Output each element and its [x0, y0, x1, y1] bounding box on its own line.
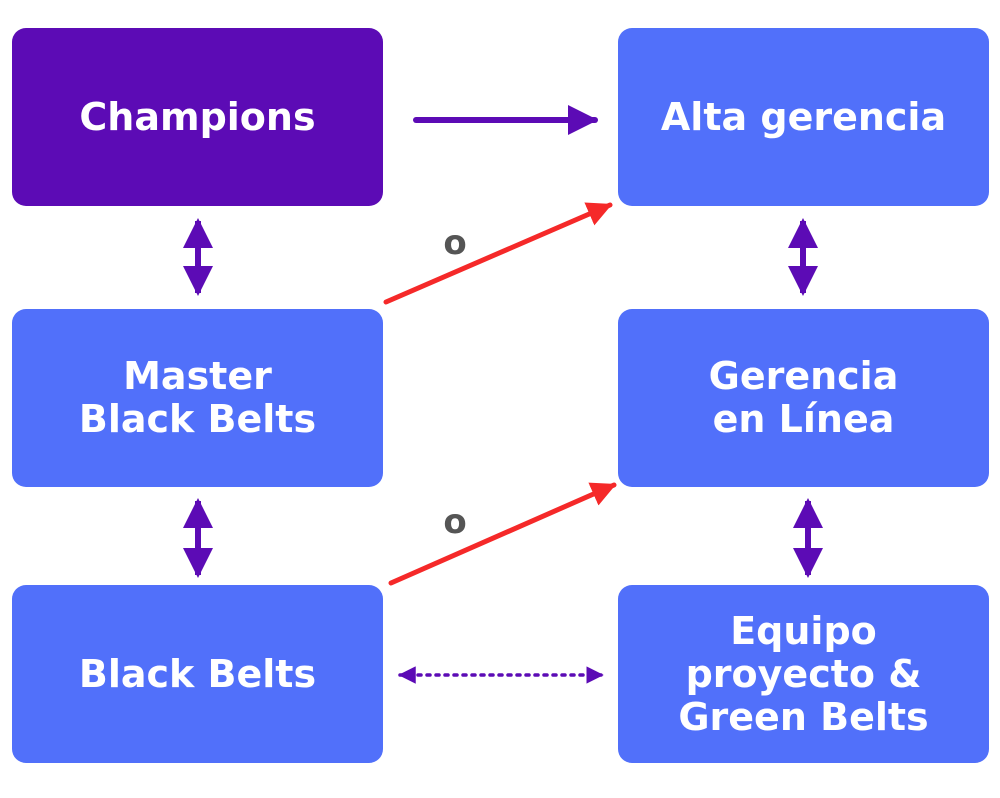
equipo-proyecto-label: Equipo proyecto & Green Belts [678, 608, 929, 739]
equipo-proyecto-box: Equipo proyecto & Green Belts [618, 585, 989, 763]
alta-gerencia-box: Alta gerencia [618, 28, 989, 206]
or-label-top: o [443, 223, 466, 263]
alta-gerencia-label: Alta gerencia [660, 94, 947, 139]
gerencia-en-linea-label: Gerencia en Línea [708, 354, 899, 441]
master-black-belts-box: Master Black Belts [12, 309, 383, 487]
master-black-belts-label: Master Black Belts [78, 354, 317, 441]
or-label-bottom: o [443, 502, 466, 542]
champions-box: Champions [12, 28, 383, 206]
red-arrow-master-black-belts-to-alta-gerencia [383, 202, 613, 305]
champions-label: Champions [79, 94, 316, 139]
black-belts-box: Black Belts [12, 585, 383, 763]
red-arrow-black-belts-to-gerencia-en-linea [388, 482, 617, 586]
gerencia-en-linea-box: Gerencia en Línea [618, 309, 989, 487]
black-belts-label: Black Belts [78, 651, 317, 696]
